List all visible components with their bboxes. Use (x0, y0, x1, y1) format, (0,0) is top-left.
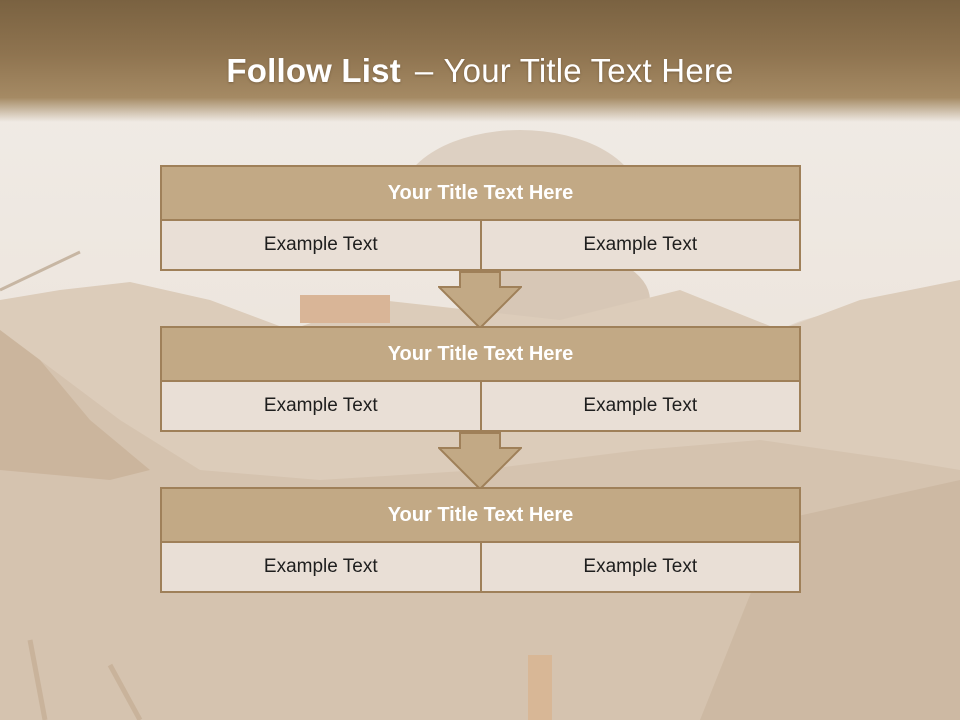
step-box-1: Your Title Text Here Example Text Exampl… (160, 165, 801, 271)
step-title-1: Your Title Text Here (160, 165, 801, 221)
slide-title: Follow List–Your Title Text Here (0, 52, 960, 90)
step-2-right-cell: Example Text (481, 382, 801, 432)
slide-title-rest: Your Title Text Here (443, 52, 734, 89)
step-row-1: Example Text Example Text (160, 221, 801, 271)
header-band (0, 0, 960, 122)
step-box-2: Your Title Text Here Example Text Exampl… (160, 326, 801, 432)
step-row-2: Example Text Example Text (160, 382, 801, 432)
down-arrow-icon (438, 271, 522, 329)
step-1-right-cell: Example Text (481, 221, 801, 271)
step-2-left-cell: Example Text (160, 382, 482, 432)
slide-title-dash: – (414, 52, 434, 89)
step-title-2: Your Title Text Here (160, 326, 801, 382)
slide-title-bold: Follow List (226, 52, 401, 89)
step-title-3: Your Title Text Here (160, 487, 801, 543)
step-1-left-cell: Example Text (160, 221, 482, 271)
step-box-3: Your Title Text Here Example Text Exampl… (160, 487, 801, 593)
step-3-right-cell: Example Text (481, 543, 801, 593)
down-arrow-icon (438, 432, 522, 490)
step-row-3: Example Text Example Text (160, 543, 801, 593)
step-3-left-cell: Example Text (160, 543, 482, 593)
